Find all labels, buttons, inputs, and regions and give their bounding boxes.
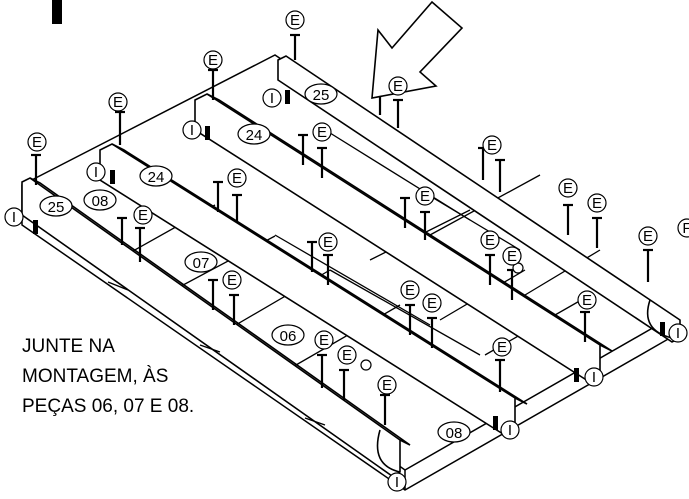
screw-label: E [482,135,502,155]
svg-text:E: E [592,195,602,212]
svg-text:E: E [138,207,148,224]
svg-text:I: I [395,474,399,491]
screw-label: E [558,178,578,198]
dowel-labels: I I I I I I I I [4,88,688,492]
dowel-label: I [86,162,106,182]
svg-text:I: I [270,90,274,107]
svg-text:E: E [485,232,495,249]
svg-text:I: I [190,122,194,139]
holes [360,262,524,371]
svg-text:E: E [487,137,497,154]
assembly-note: JUNTE NA MONTAGEM, ÀS PEÇAS 06, 07 E 08. [22,332,252,422]
screw-label: E [108,92,128,112]
svg-text:E: E [323,234,333,251]
screw-labels: E E E E E E E E E E E E E E E E E E E E … [27,10,658,395]
dowel-label: I [668,323,688,343]
screw-label: E [388,76,408,96]
svg-text:25: 25 [48,199,65,216]
dowel-pins [33,90,665,430]
part-labels: 25 08 24 24 25 07 06 08 [39,83,471,443]
screw-label: E [400,280,420,300]
note-line-2: MONTAGEM, ÀS [22,366,169,387]
svg-text:07: 07 [193,255,210,272]
svg-text:E: E [232,170,242,187]
svg-text:E: E [405,282,415,299]
svg-text:E: E [319,332,329,349]
part-label-08-top: 08 [83,189,117,211]
screw-label: E [318,232,338,252]
screw-label: E [337,345,357,365]
svg-text:I: I [94,164,98,181]
svg-text:06: 06 [280,328,297,345]
svg-text:I: I [12,209,16,226]
screw-label: E [492,337,512,357]
dowel-label: I [387,472,407,492]
note-line-1: JUNTE NA [22,336,115,357]
note-line-3: PEÇAS 06, 07 E 08. [22,396,195,417]
svg-text:E: E [497,339,507,356]
svg-text:E: E [507,248,517,265]
svg-text:E: E [420,188,430,205]
part-label-25-front: 25 [39,195,73,217]
screw-label: E [587,193,607,213]
svg-text:E: E [563,180,573,197]
svg-text:E: E [317,124,327,141]
svg-text:E: E [643,228,653,245]
screw-label: E [377,375,397,395]
svg-text:24: 24 [148,169,165,186]
screw-label: E [27,132,47,152]
svg-text:E: E [227,272,237,289]
screw-label: E [638,226,658,246]
svg-text:08: 08 [446,425,463,442]
dowel-label: I [500,420,520,440]
screw-label: E [227,168,247,188]
screw-label: E [415,186,435,206]
svg-text:I: I [592,369,596,386]
front-edge-joints [107,281,326,426]
svg-text:E: E [582,292,592,309]
svg-text:E: E [290,12,300,29]
screw-label: E [314,330,334,350]
top-left-bar [52,0,62,24]
svg-text:24: 24 [246,127,263,144]
direction-arrow [371,0,464,99]
svg-text:E: E [393,78,403,95]
screw-label: E [133,205,153,225]
screw-label: E [577,290,597,310]
svg-text:E: E [342,347,352,364]
part-label-25-back: 25 [304,83,338,105]
dowel-label: I [182,120,202,140]
screw-label: E [222,270,242,290]
svg-text:25: 25 [313,87,330,104]
svg-text:E: E [32,134,42,151]
screw-label: E [312,122,332,142]
part-label-24-front: 24 [139,165,173,187]
svg-text:E: E [382,377,392,394]
screw-label: E [285,10,305,30]
svg-text:I: I [508,422,512,439]
screw-label: E [422,293,442,313]
screw-label: E [502,246,522,266]
part-label-24-back: 24 [237,123,271,145]
dowel-label: I [584,367,604,387]
part-label-08-bottom: 08 [437,421,471,443]
screws [31,33,653,425]
dowel-label: I [4,207,24,227]
svg-text:E: E [208,52,218,69]
svg-text:F: F [682,220,689,237]
screw-label: E [480,230,500,250]
part-label-06: 06 [271,324,305,346]
svg-text:E: E [427,295,437,312]
svg-text:I: I [676,325,680,342]
svg-text:E: E [113,94,123,111]
dowel-label: I [262,88,282,108]
partial-label: F [677,218,689,238]
screw-label: E [203,50,223,70]
part-label-07: 07 [184,251,218,273]
svg-text:08: 08 [92,193,109,210]
